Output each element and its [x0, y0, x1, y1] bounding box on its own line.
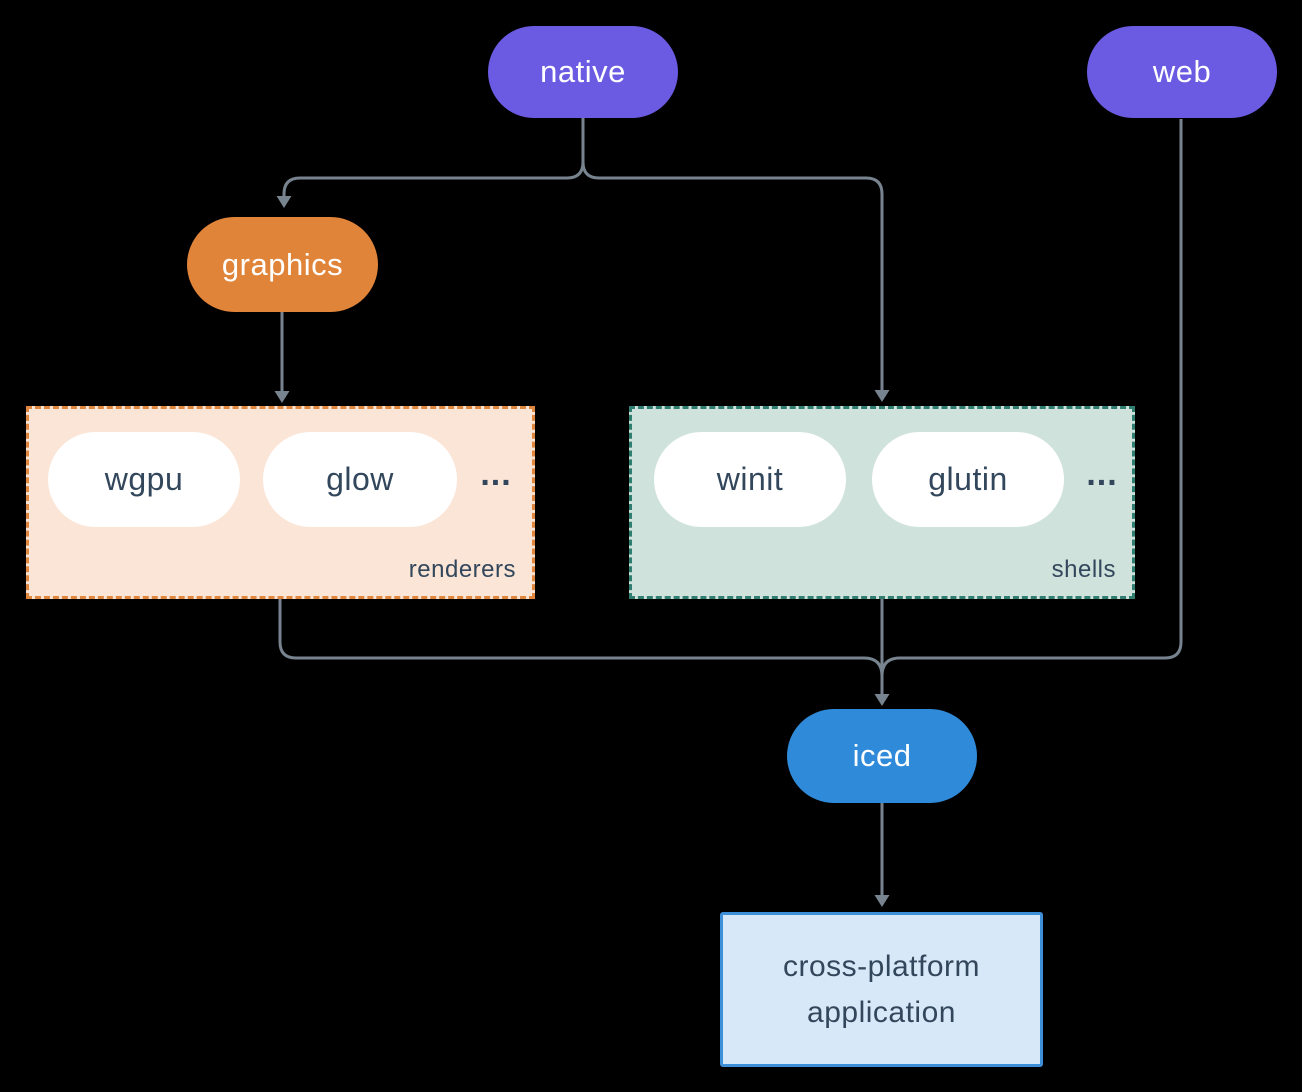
graphics-node: graphics — [187, 217, 378, 312]
winit-node: winit — [654, 432, 846, 527]
glutin-label: glutin — [928, 461, 1008, 497]
glow-node: glow — [263, 432, 457, 527]
renderers-group-label: renderers — [408, 556, 516, 583]
glutin-node: glutin — [872, 432, 1064, 527]
arrowhead-application — [874, 895, 890, 907]
iced-node: iced — [787, 709, 977, 803]
renderers-ellipsis: ... — [480, 455, 512, 493]
arrowhead-shells — [874, 390, 890, 402]
native-node: native — [488, 26, 678, 118]
wgpu-label: wgpu — [104, 461, 184, 497]
edge-native-to-graphics — [282, 118, 585, 196]
renderers-group: wgpu glow ... renderers — [26, 406, 535, 599]
wgpu-node: wgpu — [48, 432, 240, 527]
web-label: web — [1152, 54, 1212, 89]
native-label: native — [540, 54, 626, 89]
edge-web-to-iced — [880, 119, 1183, 677]
edge-native-to-shells — [581, 118, 884, 390]
winit-label: winit — [716, 461, 784, 497]
glow-label: glow — [326, 461, 394, 497]
iced-label: iced — [852, 738, 912, 773]
arrowhead-renderers — [274, 391, 290, 403]
arrowhead-graphics — [276, 196, 292, 208]
shells-ellipsis: ... — [1086, 455, 1118, 493]
shells-group-label: shells — [1051, 556, 1116, 583]
application-node: cross-platform application — [720, 912, 1043, 1067]
application-label: cross-platform application — [782, 949, 981, 1029]
edge-renderers-to-iced — [278, 599, 884, 677]
web-node: web — [1087, 26, 1277, 118]
shells-group: winit glutin ... shells — [629, 406, 1135, 599]
graphics-label: graphics — [221, 246, 344, 282]
arrowhead-iced — [874, 694, 890, 706]
